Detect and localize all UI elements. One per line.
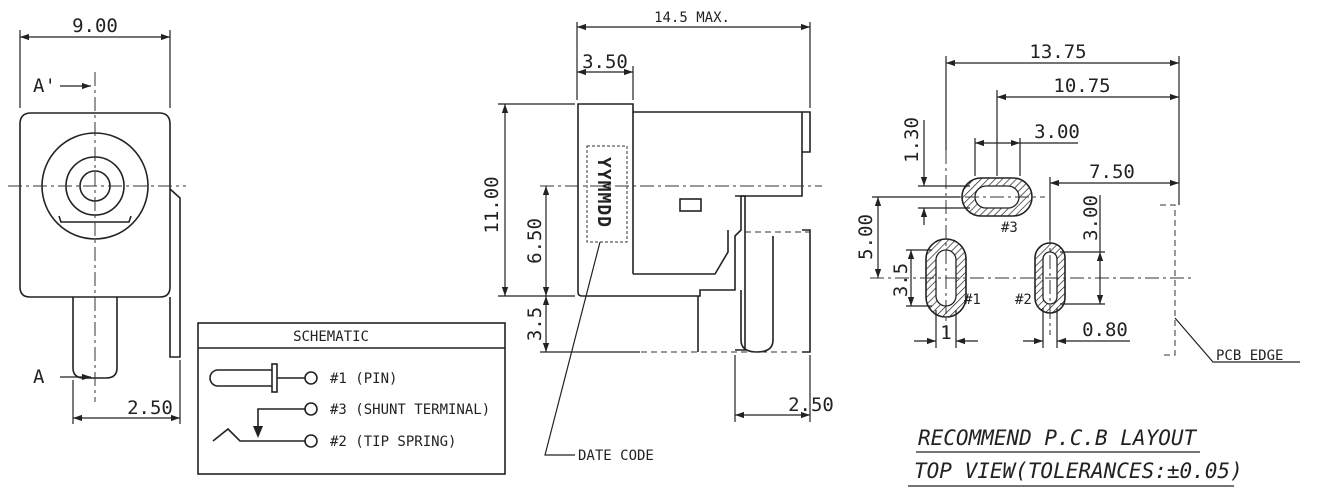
pcb-pin1-width-dim: 1 xyxy=(940,322,951,344)
pin2-terminal-circle xyxy=(304,434,318,448)
pcb-edge-leader xyxy=(1174,317,1300,363)
pin-flange xyxy=(271,363,278,393)
schematic-pin1-label: #1 (PIN) xyxy=(330,371,397,387)
schematic-box: SCHEMATIC #1 (PIN) #3 (SHUNT TERMINAL) #… xyxy=(197,322,506,475)
pcb-layout: PCB EDGE #3 #1 #2 13.75 10.75 3.00 1.30 … xyxy=(855,41,1300,487)
pcb-edge-outline xyxy=(1160,204,1176,356)
rear-flange xyxy=(802,111,811,153)
side-length-dim: 14.5 MAX. xyxy=(654,10,730,26)
shunt-arrow xyxy=(253,426,263,438)
schematic-frame xyxy=(197,322,506,475)
pad-2-label: #2 xyxy=(1015,292,1032,308)
pin-symbol xyxy=(209,369,272,387)
pcb-second-dim: 10.75 xyxy=(1053,75,1110,97)
front-pin-offset-dim: 2.50 xyxy=(127,397,173,419)
schematic-pin3-label: #3 (SHUNT TERMINAL) xyxy=(330,402,490,418)
side-pin-spacing-dim: 2.50 xyxy=(788,394,834,416)
tip-spring-symbol xyxy=(212,427,305,442)
pcb-slot-height-dim: 1.30 xyxy=(901,117,923,163)
pcb-title-line2: TOP VIEW(TOLERANCES:±0.05) xyxy=(914,459,1243,483)
date-code-label: DATE CODE xyxy=(578,448,654,464)
schematic-title: SCHEMATIC xyxy=(293,329,369,345)
date-code-box xyxy=(586,145,628,243)
rear-flange-lower xyxy=(802,229,811,353)
pad-1-label: #1 xyxy=(964,292,981,308)
section-label-top: A' xyxy=(33,75,56,97)
pcb-slot-length-dim: 3.00 xyxy=(1034,121,1080,143)
pcb-edge-offset-dim: 7.50 xyxy=(1089,161,1135,183)
side-front-dim: 3.50 xyxy=(582,51,628,73)
side-height-dim: 11.00 xyxy=(481,176,503,233)
side-pin-length-dim: 3.5 xyxy=(524,307,546,341)
pin1-terminal-circle xyxy=(304,371,318,385)
pcb-vertical-offset-dim: 5.00 xyxy=(855,214,877,260)
front-side-bracket xyxy=(169,188,181,358)
side-center-height-dim: 6.50 xyxy=(524,218,546,264)
spring-leg xyxy=(735,195,746,351)
pcb-title-line1: RECOMMEND P.C.B LAYOUT xyxy=(918,426,1198,450)
pin3-terminal-circle xyxy=(304,402,318,416)
pcb-edge-label: PCB EDGE xyxy=(1216,348,1283,364)
front-width-dim: 9.00 xyxy=(72,15,118,37)
pad-3-label: #3 xyxy=(1001,220,1018,236)
body-lower-contour xyxy=(633,230,729,275)
side-body-outline xyxy=(577,103,803,297)
side-view: YYMMDD DATE CODE 14.5 MAX. 3.50 11.00 6.… xyxy=(481,10,834,464)
front-body-outline xyxy=(19,112,171,298)
pcb-pin1-height-dim: 3.5 xyxy=(890,263,912,297)
schematic-pin2-label: #2 (TIP SPRING) xyxy=(330,434,456,450)
pcb-pin2-height-dim: 3.00 xyxy=(1080,195,1102,241)
date-code-text: YYMMDD xyxy=(593,157,614,228)
section-label-bottom: A xyxy=(33,366,45,388)
pcb-overall-dim: 13.75 xyxy=(1029,41,1086,63)
pcb-pin2-width-dim: 0.80 xyxy=(1082,319,1128,341)
side-slot xyxy=(679,198,702,212)
shunt-symbol xyxy=(257,408,305,433)
date-code-leader xyxy=(544,241,601,456)
front-view: A' A 9.00 2.50 xyxy=(8,15,186,424)
